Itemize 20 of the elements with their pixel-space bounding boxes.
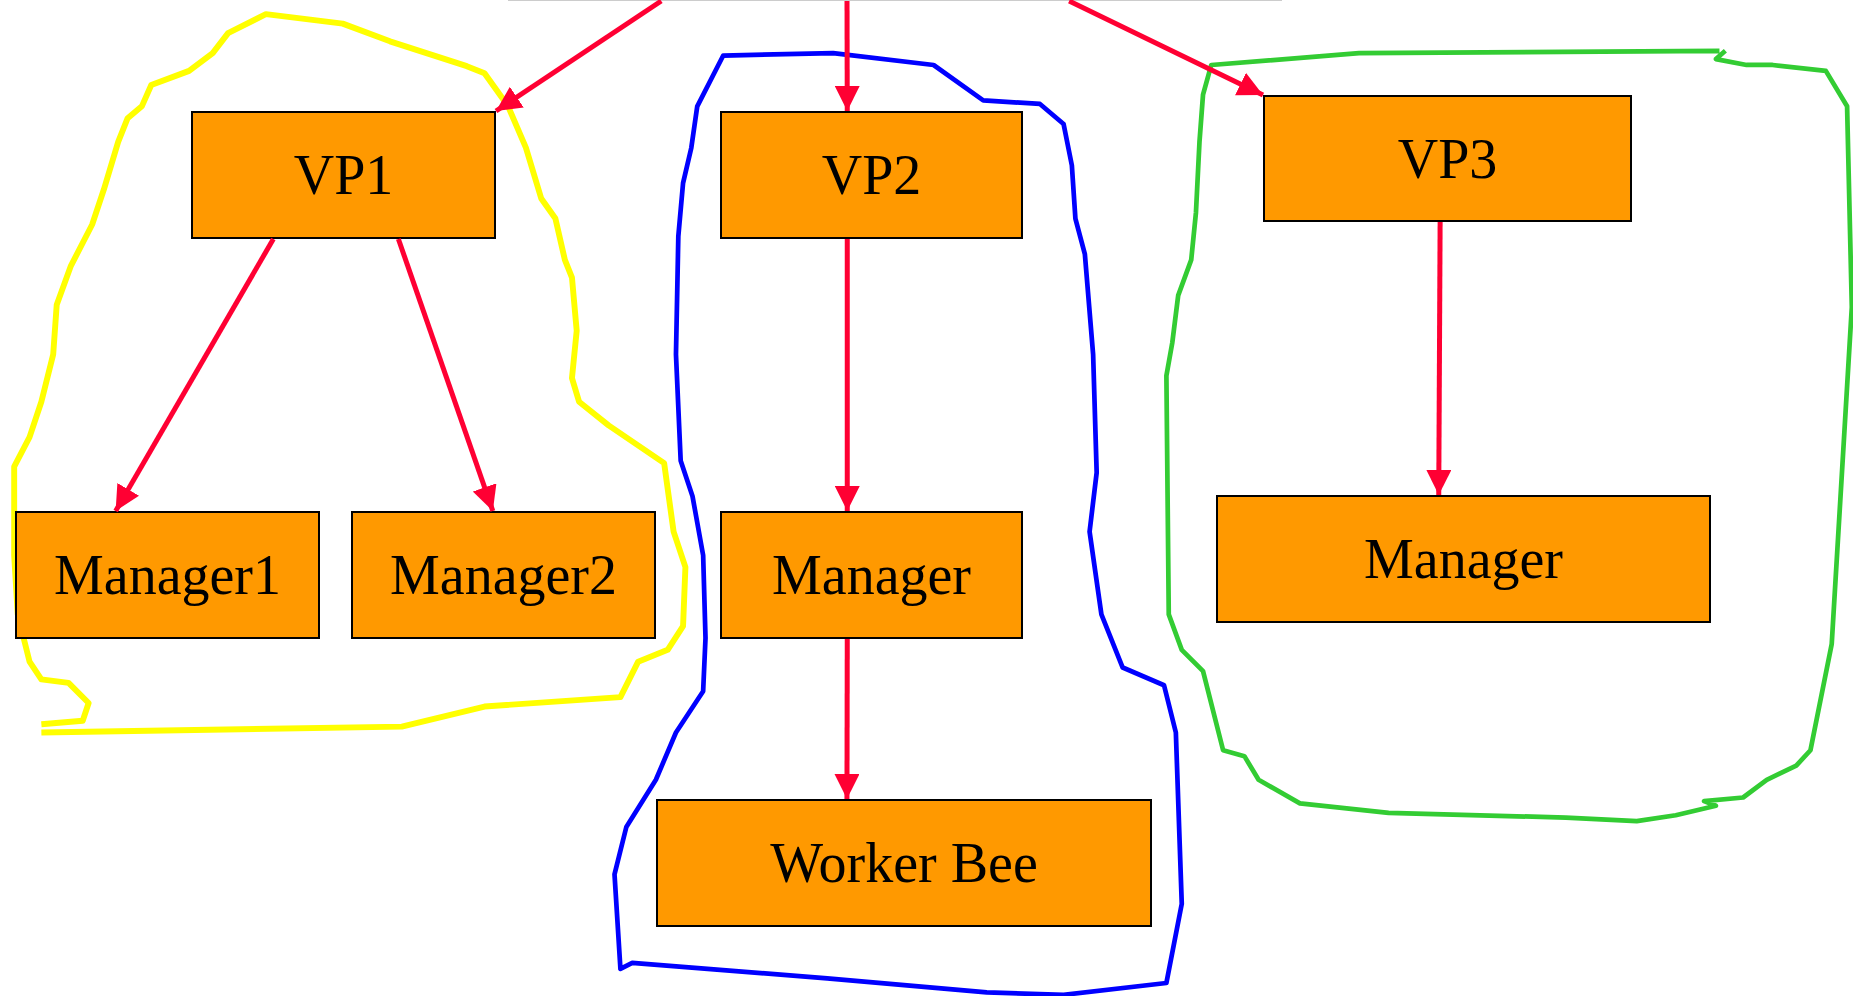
org-box — [1216, 495, 1711, 623]
org-box — [720, 511, 1023, 639]
org-box — [1263, 95, 1632, 222]
arrow — [396, 238, 497, 512]
arrow — [834, 639, 860, 799]
org-box — [720, 111, 1023, 239]
org-box — [191, 111, 496, 239]
box-label: VP2 — [821, 147, 922, 203]
arrow — [113, 237, 276, 513]
arrow — [494, 0, 663, 114]
box-label: VP1 — [293, 147, 394, 203]
org-box — [656, 799, 1152, 927]
arrow — [1426, 222, 1452, 495]
arrow — [834, 239, 860, 511]
arrow — [1068, 0, 1265, 98]
org-box — [351, 511, 656, 639]
box-label: Worker Bee — [770, 835, 1038, 891]
org-box — [15, 511, 320, 639]
arrow — [834, 1, 860, 111]
box-label: VP3 — [1397, 130, 1498, 187]
